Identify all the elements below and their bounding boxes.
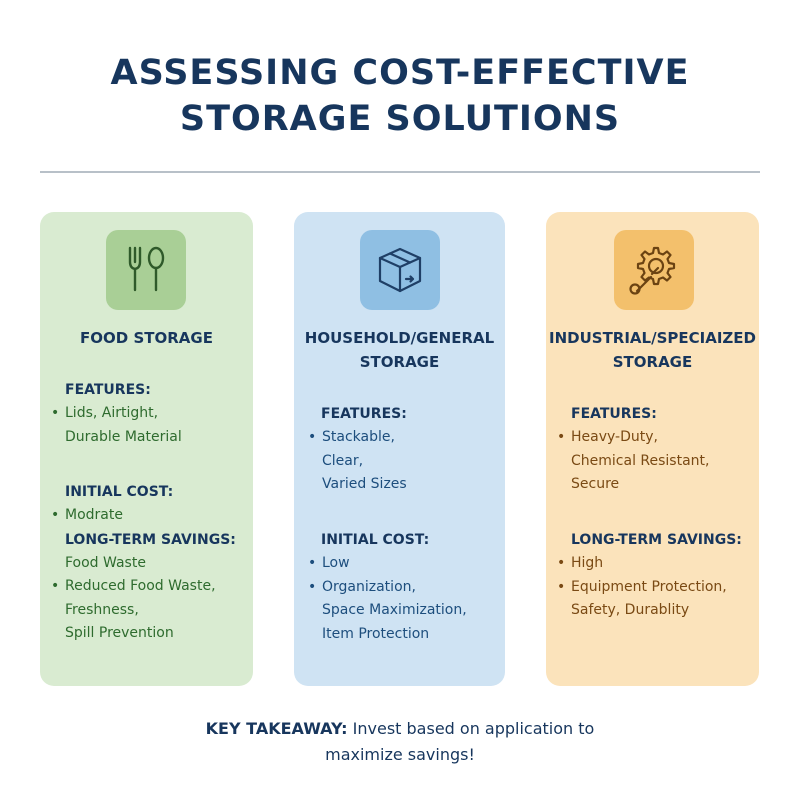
household-features-label: FEATURES: (321, 406, 407, 422)
industrial-savings-section: LONG-TERM SAVINGS: • High • Equipment Pr… (546, 528, 759, 623)
industrial-title-line-2: STORAGE (612, 353, 693, 371)
bullet-icon: • (557, 578, 566, 595)
industrial-features-section: FEATURES: • Heavy-Duty, Chemical Resista… (546, 402, 759, 497)
industrial-storage-title: INDUSTRIAL/SPECIAIZED STORAGE (546, 326, 759, 374)
industrial-savings-label: LONG-TERM SAVINGS: (571, 532, 742, 548)
gear-wrench-icon (614, 230, 694, 310)
industrial-savings-item: • Equipment Protection, Safety, Durablit… (546, 576, 759, 623)
food-storage-title: FOOD STORAGE (80, 329, 213, 347)
bullet-icon: • (51, 578, 60, 594)
household-initial-cost-value: • Low (294, 552, 505, 576)
food-features-label: FEATURES: (65, 382, 151, 398)
food-initial-cost-value: • Modrate (40, 504, 253, 528)
takeaway-text-2: maximize savings! (325, 745, 475, 764)
bullet-icon: • (308, 555, 317, 571)
takeaway-label: KEY TAKEAWAY: (205, 719, 348, 738)
food-savings-item: • Reduced Food Waste, Freshness, Spill P… (40, 575, 253, 646)
bullet-icon: • (557, 555, 566, 571)
household-title-line-2: STORAGE (359, 353, 440, 371)
food-savings-level: Food Waste (65, 554, 146, 571)
page-title-line-2: STORAGE SOLUTIONS (179, 99, 621, 139)
page-title-line-1: ASSESSING COST-EFFECTIVE (110, 53, 690, 93)
bullet-icon: • (308, 429, 317, 445)
household-feature-item: • Stackable, Clear, Varied Sizes (294, 426, 505, 497)
household-title-line-1: HOUSEHOLD/GENERAL (304, 329, 495, 347)
bullet-icon: • (557, 429, 566, 445)
bullet-icon: • (308, 578, 317, 595)
industrial-storage-card: INDUSTRIAL/SPECIAIZED STORAGE FEATURES: … (546, 212, 759, 686)
page-title: ASSESSING COST-EFFECTIVE STORAGE SOLUTIO… (0, 50, 800, 142)
industrial-features-label: FEATURES: (571, 406, 657, 422)
title-divider (40, 171, 760, 173)
food-cost-section: INITIAL COST: • Modrate LONG-TERM SAVING… (40, 480, 253, 646)
food-initial-cost-label: INITIAL COST: (65, 484, 174, 500)
food-storage-card: FOOD STORAGE FEATURES: • Lids, Airtight,… (40, 212, 253, 686)
takeaway-text-1: Invest based on application to (347, 719, 595, 738)
household-storage-title: HOUSEHOLD/GENERAL STORAGE (294, 326, 505, 374)
industrial-title-line-1: INDUSTRIAL/SPECIAIZED (549, 329, 756, 347)
food-feature-item: • Lids, Airtight, Durable Material (40, 402, 253, 449)
industrial-savings-level: • High (546, 552, 759, 576)
household-cost-section: INITIAL COST: • Low • Organization, Spac… (294, 528, 505, 646)
key-takeaway: KEY TAKEAWAY: Invest based on applicatio… (0, 716, 800, 768)
household-benefit-item: • Organization, Space Maximization, Item… (294, 576, 505, 647)
household-initial-cost-label: INITIAL COST: (321, 532, 430, 548)
bullet-icon: • (51, 507, 60, 523)
industrial-feature-item: • Heavy-Duty, Chemical Resistant, Secure (546, 426, 759, 497)
bullet-icon: • (51, 405, 60, 421)
takeaway-line-1: KEY TAKEAWAY: Invest based on applicatio… (0, 716, 800, 742)
household-storage-card: HOUSEHOLD/GENERAL STORAGE FEATURES: • St… (294, 212, 505, 686)
box-icon (360, 230, 440, 310)
food-features-section: FEATURES: • Lids, Airtight, Durable Mate… (40, 378, 253, 449)
fork-spoon-icon (106, 230, 186, 310)
food-savings-label: LONG-TERM SAVINGS: (65, 531, 236, 548)
household-features-section: FEATURES: • Stackable, Clear, Varied Siz… (294, 402, 505, 497)
